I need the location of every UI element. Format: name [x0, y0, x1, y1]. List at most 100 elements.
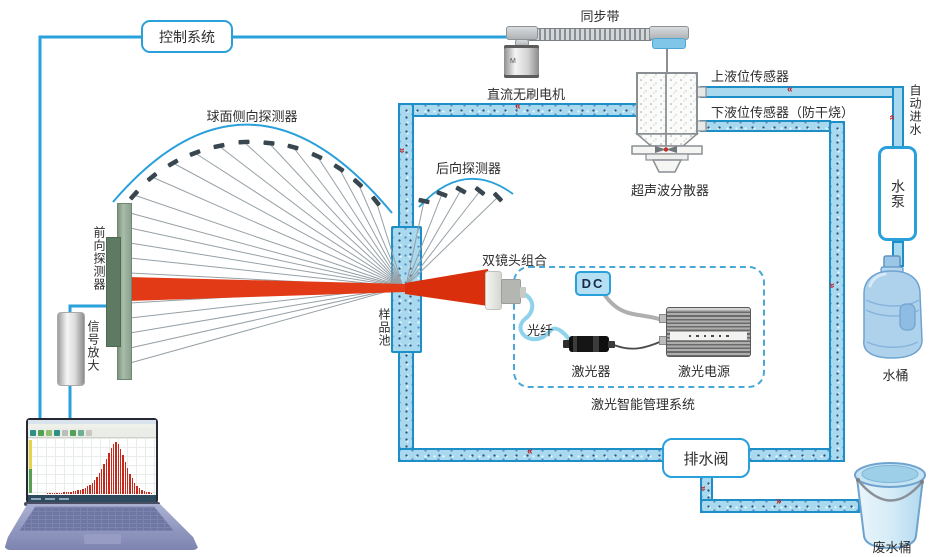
detector-element [129, 189, 139, 201]
laptop-base [4, 504, 199, 550]
motor-pulley [506, 26, 538, 40]
histogram-bar [112, 444, 115, 494]
scatter-ray [375, 200, 404, 288]
dc-label: DC [581, 276, 605, 291]
histogram-bar [77, 490, 79, 494]
detector-element [311, 152, 323, 161]
handle-pivot [920, 480, 924, 484]
histogram-bar [60, 492, 63, 494]
detector-element [371, 195, 381, 207]
histogram-bar [127, 468, 129, 494]
wire-detector-to-amp [68, 304, 114, 313]
plot-color-scale [29, 440, 32, 493]
wire-control-to-laptop [38, 35, 141, 425]
app-toolbar [28, 428, 156, 438]
scatter-ray [338, 167, 404, 288]
toolbar-icon [38, 429, 44, 436]
handle-pivot [856, 478, 860, 482]
histogram-bar [148, 492, 150, 494]
detector-element [213, 142, 225, 150]
psu-indicator-band [670, 332, 747, 340]
histogram-bar [70, 491, 72, 494]
bottle-ridge [866, 341, 919, 348]
scatter-ray [129, 242, 404, 288]
flow-arrow: » [788, 84, 793, 95]
histogram-bar [145, 491, 148, 494]
scatter-ray [405, 190, 481, 287]
drain-valve-label: 排水阀 [683, 450, 729, 468]
control-system-box: 控制系统 [141, 20, 233, 53]
dc-box: DC [575, 271, 611, 296]
flow-arrow: » [516, 101, 521, 112]
flow-arrow: » [776, 496, 781, 507]
propeller-left [655, 146, 666, 153]
lens-fiber-port [520, 287, 526, 298]
histogram-bar [96, 476, 98, 494]
control-system-label: 控制系统 [159, 28, 215, 45]
back-detector-arc [418, 177, 514, 208]
histogram-bar [51, 493, 53, 494]
toolbar-icon [62, 429, 68, 436]
histogram-bar [72, 491, 75, 494]
histogram-bar [110, 448, 112, 494]
histogram-bar [86, 486, 89, 494]
histogram-bar [53, 493, 56, 494]
water-bucket-bottle [863, 255, 923, 359]
dc-motor-label: 直流无刷电机 [487, 87, 566, 102]
scatter-ray [218, 145, 404, 288]
sample-cell-label: 样品池 [377, 308, 391, 347]
analysis-software-window [28, 420, 156, 502]
signal-amp-label: 信号放大 [86, 320, 100, 372]
histogram-bar [129, 473, 131, 494]
flow-arrow: » [697, 485, 709, 491]
histogram-bar [82, 488, 84, 494]
scatter-ray [316, 155, 404, 288]
histogram-bar [105, 459, 108, 494]
back-detector-label: 后向探测器 [436, 161, 502, 176]
optical-fiber-cable [518, 291, 574, 344]
histogram-bar [150, 492, 152, 494]
histogram-bar [101, 469, 103, 494]
histogram-bar [141, 489, 143, 494]
scatter-ray [172, 162, 404, 288]
driven-pulley-hub [652, 38, 686, 49]
scatter-ray [133, 194, 404, 288]
histogram-bar [63, 492, 65, 494]
detector-element [189, 149, 201, 157]
scatter-ray [405, 193, 443, 287]
bucket-handle [857, 479, 923, 502]
detector-element [418, 197, 430, 205]
disperser-body [636, 72, 698, 135]
laser-power-label: 激光电源 [677, 364, 730, 379]
laser-mgmt-label: 激光智能管理系统 [590, 397, 695, 412]
scatter-ray [151, 176, 404, 288]
scatter-ray [129, 286, 404, 364]
laptop [4, 414, 199, 554]
dc-motor: M [504, 45, 539, 78]
scatter-ray [129, 212, 404, 288]
ultrasonic-label: 超声波分散器 [630, 183, 709, 198]
histogram-bar [115, 442, 117, 494]
dual-lens-label: 双镜头组合 [482, 253, 548, 268]
flow-arrow: » [886, 115, 898, 121]
propeller-hub [663, 147, 669, 152]
toolbar-icon [70, 429, 76, 436]
app-menubar [28, 424, 156, 428]
histogram-bar [58, 492, 60, 494]
histogram-bar [56, 492, 58, 494]
pipe-right [829, 121, 845, 462]
dc-cable [602, 292, 664, 322]
side-detector-label: 球面侧向探测器 [206, 109, 298, 124]
waste-bucket [854, 462, 926, 550]
laser-psu-cable [613, 340, 663, 350]
disperser-collar [645, 153, 689, 161]
histogram-bar [143, 491, 145, 494]
flow-arrow: » [396, 147, 408, 153]
histogram-bar [75, 490, 77, 494]
upper-port [696, 86, 707, 98]
laptop-keyboard [19, 506, 174, 531]
scatter-ray [129, 257, 404, 288]
detector-element [436, 190, 448, 198]
histogram-bar [65, 492, 68, 494]
detector-element [455, 185, 467, 195]
